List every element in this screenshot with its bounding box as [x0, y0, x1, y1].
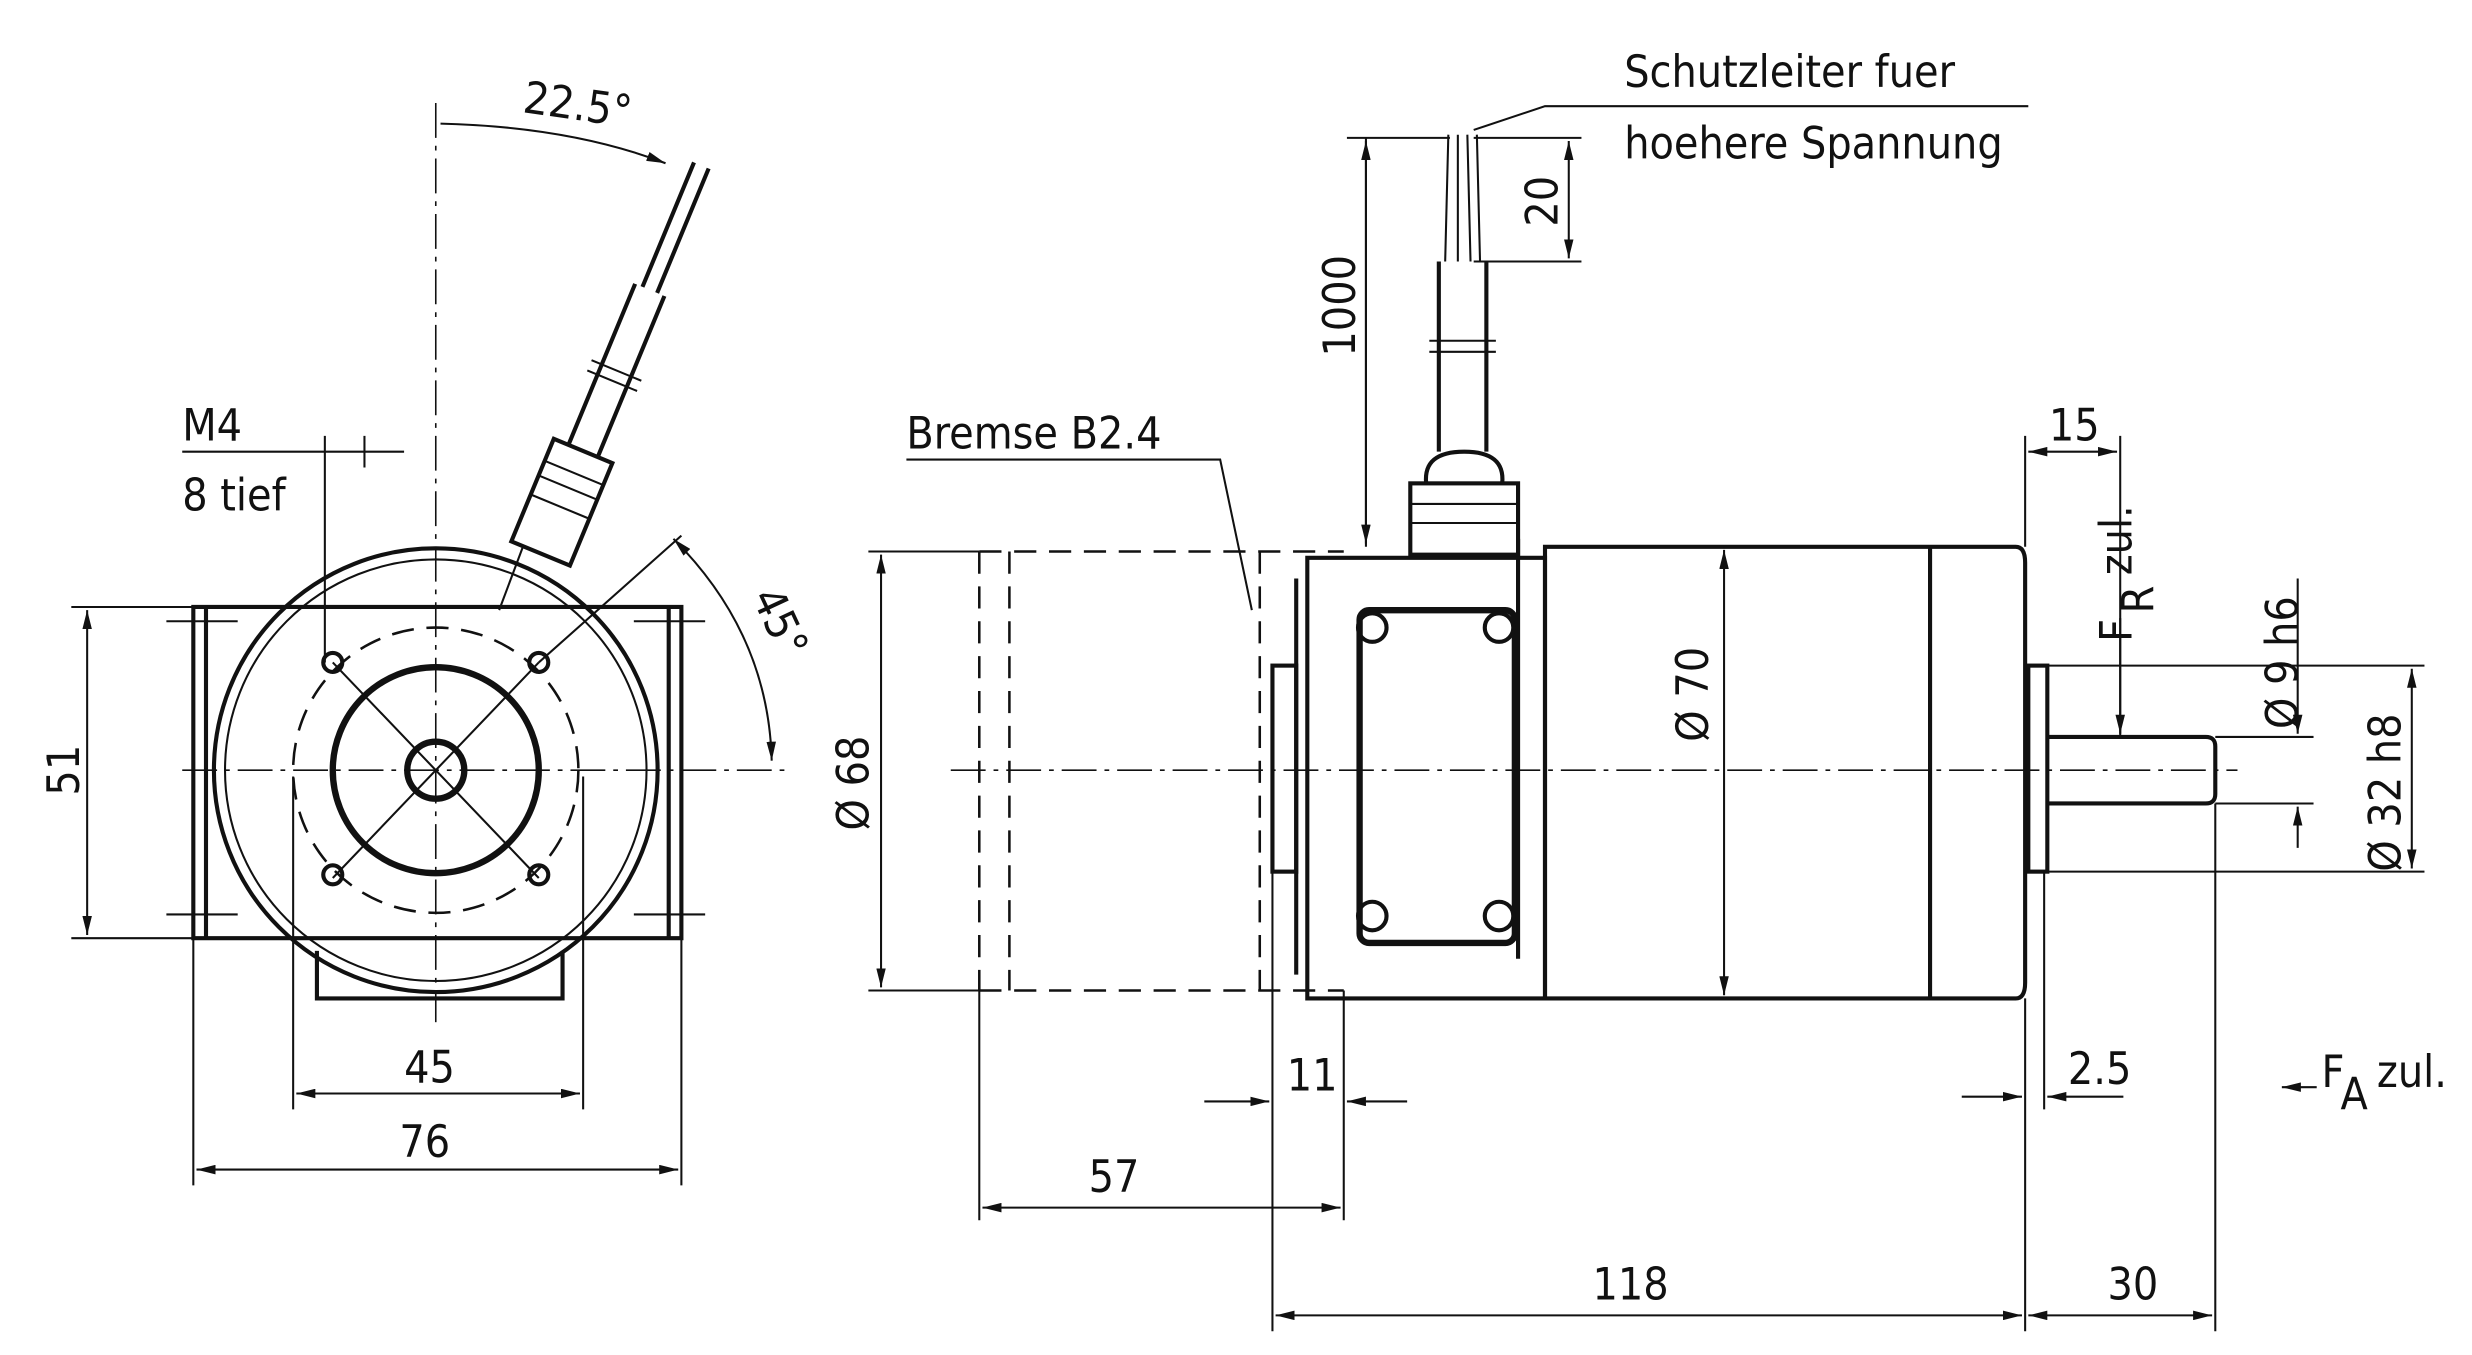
axial-force-label: F A zul.: [2321, 1047, 2446, 1120]
bottom-block: [314, 950, 565, 1001]
ground-note-line1: Schutzleiter fuer: [1624, 47, 1955, 98]
brake-label: Bremse B2.4: [906, 408, 1161, 459]
width-76-label: 76: [399, 1117, 450, 1168]
svg-text:zul.: zul.: [2377, 1047, 2447, 1098]
brake-outline: [978, 550, 1344, 992]
body-diameter-label: Ø 70: [1668, 647, 1719, 742]
radial-force-label: F R zul.: [2091, 505, 2164, 642]
svg-text:zul.: zul.: [2091, 505, 2142, 575]
terminal-box-screws: [1355, 611, 1516, 933]
thread-label: M4: [182, 401, 242, 452]
svg-text:R: R: [2113, 586, 2164, 614]
mounting-holes: [321, 650, 551, 887]
centering-collar: [2026, 663, 2050, 874]
shaft-length-label: 30: [2108, 1260, 2159, 1311]
thread-depth-label: 8 tief: [182, 470, 286, 521]
housing-inner-circle: [223, 558, 648, 983]
flange-boss: [1270, 663, 1299, 874]
ground-note-line2: hoehere Spannung: [1624, 118, 2002, 169]
motor-body: [1516, 538, 2028, 1001]
shaft-zone-15-label: 15: [2049, 401, 2100, 452]
cable-gland: [508, 161, 711, 569]
hole-spacing-45-label: 45: [404, 1042, 455, 1093]
svg-text:F: F: [2091, 619, 2142, 642]
centering-diameter-label: Ø 32 h8: [2361, 713, 2412, 871]
cable-length-label: 1000: [1315, 255, 1366, 357]
brake-diameter-label: Ø 68: [828, 736, 879, 831]
wire-strip-label: 20: [1518, 176, 1569, 227]
shaft-diameter-label: Ø 9 h6: [2258, 596, 2309, 729]
body-length-label: 118: [1593, 1260, 1669, 1311]
side-view: Schutzleiter fuer hoehere Spannung 1000 …: [828, 47, 2447, 1332]
mounting-slots: [166, 620, 706, 916]
shaft-circle: [404, 738, 468, 802]
front-view: 22.5° 45° M4 8 tief 51 45 76: [39, 73, 818, 1186]
height-51-label: 51: [39, 745, 90, 796]
side-cable-gland: [1408, 134, 1521, 557]
hole-pitch-circle: [291, 626, 580, 915]
svg-text:A: A: [2340, 1069, 2367, 1120]
flange-circle: [329, 664, 542, 877]
angle-45-label: 45°: [741, 580, 817, 666]
angle-22-5-label: 22.5°: [520, 73, 635, 139]
output-shaft: [2047, 734, 2218, 806]
centering-depth-label: 2.5: [2068, 1044, 2131, 1095]
flange-thickness-label: 11: [1287, 1050, 1338, 1101]
hole-diagonals: [332, 661, 540, 879]
brake-length-label: 57: [1089, 1152, 1140, 1203]
flange-housing: [1294, 555, 1548, 1001]
terminal-box: [1356, 606, 1519, 947]
housing-outer-circle: [211, 546, 660, 995]
svg-text:F: F: [2321, 1047, 2344, 1098]
